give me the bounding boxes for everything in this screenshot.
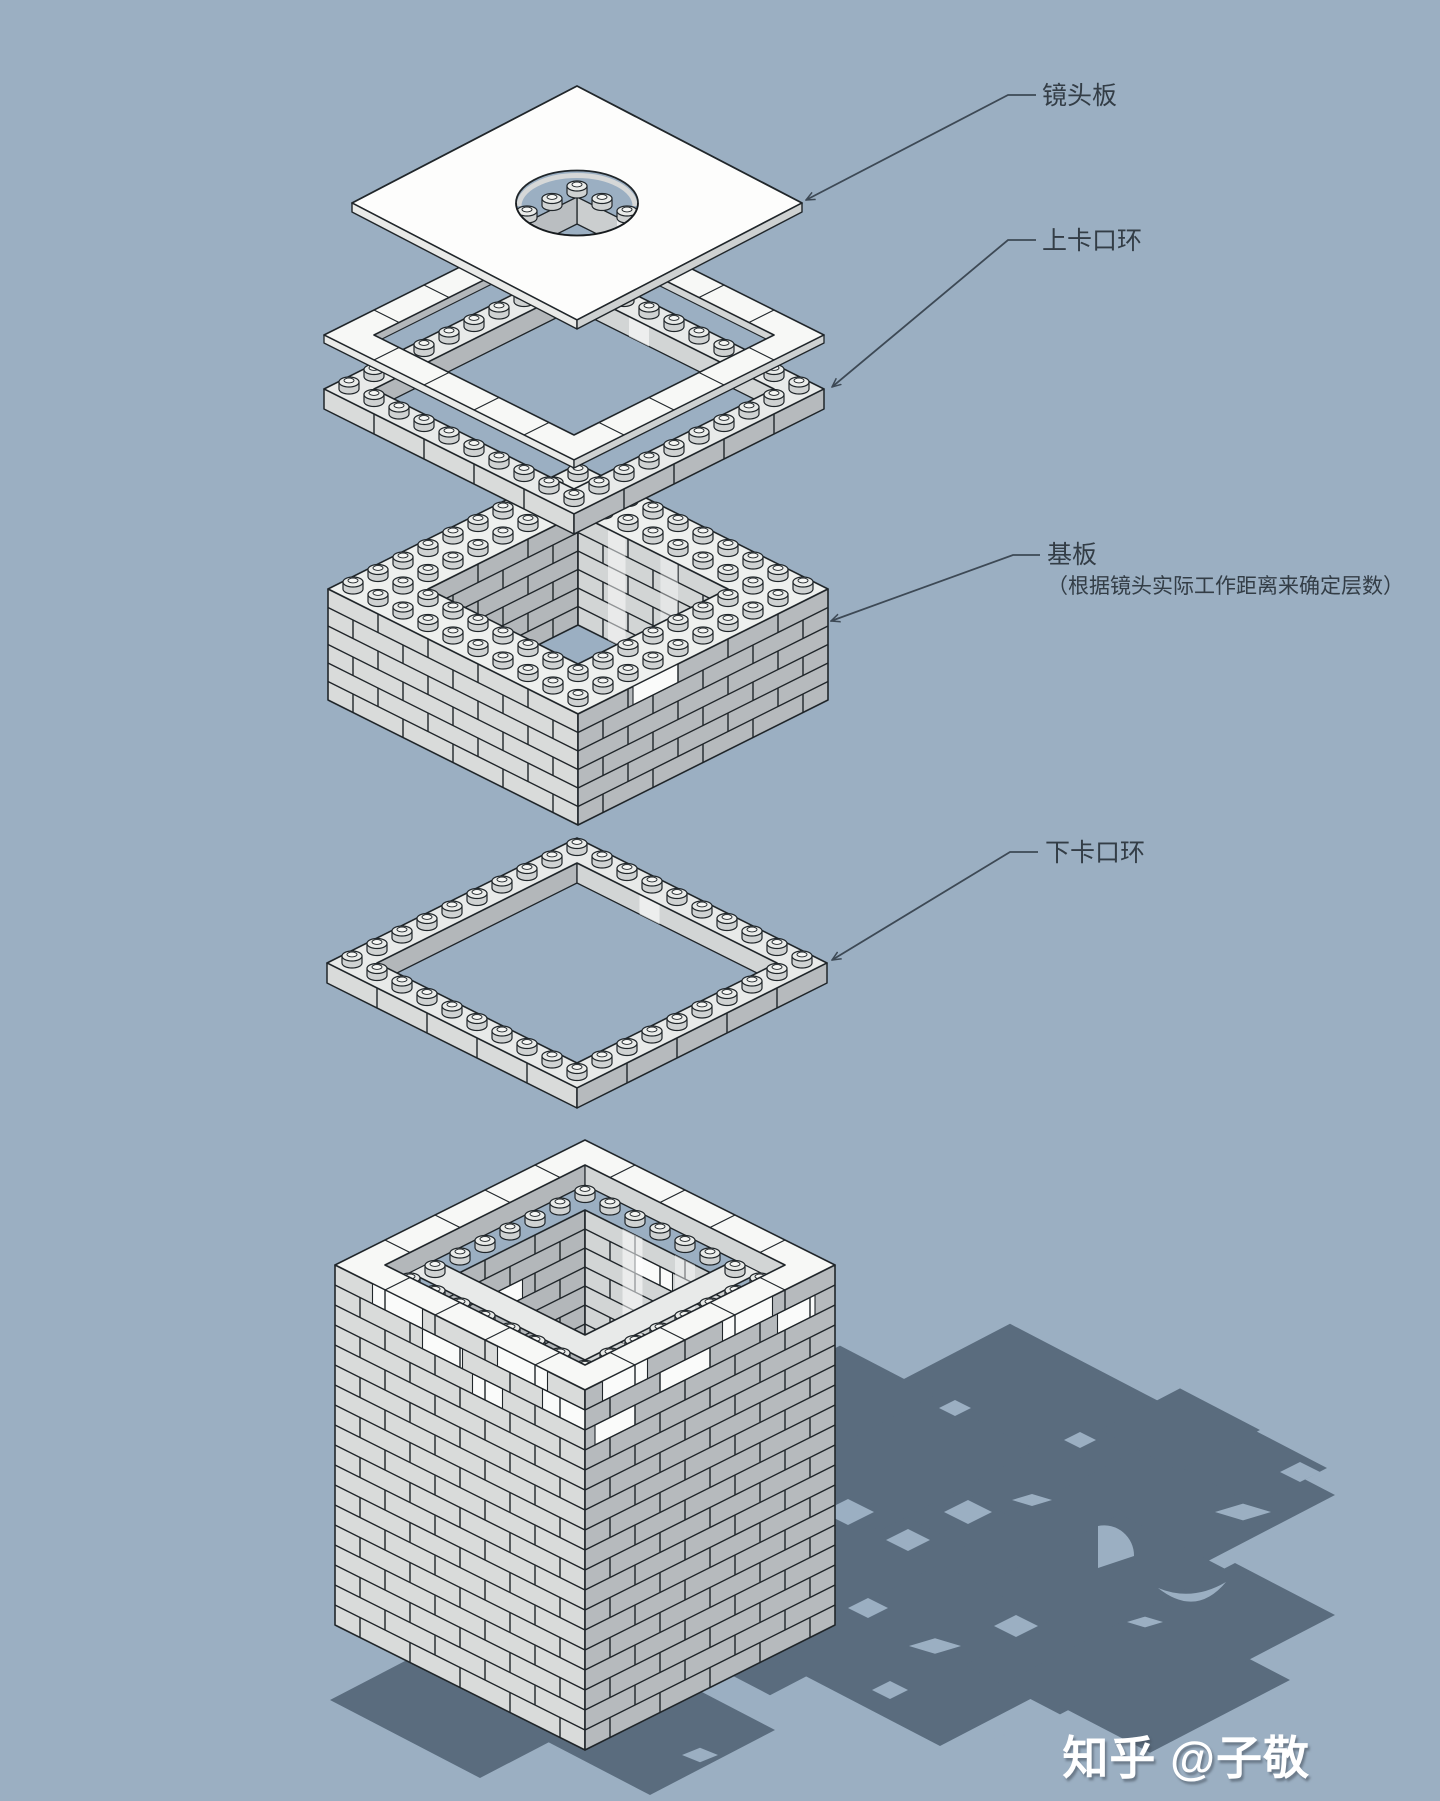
label-upper-ring: 上卡口环 — [1042, 227, 1142, 255]
label-lens-plate: 镜头板 — [1042, 82, 1117, 110]
camera-body-box — [334, 1139, 836, 1751]
labels: 镜头板 上卡口环 基板 （根据镜头实际工作距离来确定层数） 下卡口环 — [1042, 82, 1404, 867]
leader-upper-ring — [832, 239, 1036, 387]
leader-lower-ring — [832, 851, 1038, 960]
lower-bayonet-ring — [326, 837, 828, 1109]
leader-lines — [806, 94, 1040, 960]
watermark: 知乎 @子敬 — [1062, 1722, 1310, 1788]
watermark-author: @子敬 — [1170, 1732, 1310, 1784]
label-base-plate: 基板 — [1047, 541, 1097, 569]
leader-base-plate — [831, 554, 1040, 621]
leader-lens-plate — [806, 94, 1036, 200]
lens-plate — [351, 85, 803, 330]
upper-bayonet-tile-ring — [323, 209, 825, 469]
label-base-plate-note: （根据镜头实际工作距离来确定层数） — [1047, 575, 1404, 598]
label-lower-ring: 下卡口环 — [1045, 839, 1145, 867]
watermark-site: 知乎 — [1062, 1732, 1157, 1784]
upper-bayonet-stud-ring — [323, 263, 825, 535]
